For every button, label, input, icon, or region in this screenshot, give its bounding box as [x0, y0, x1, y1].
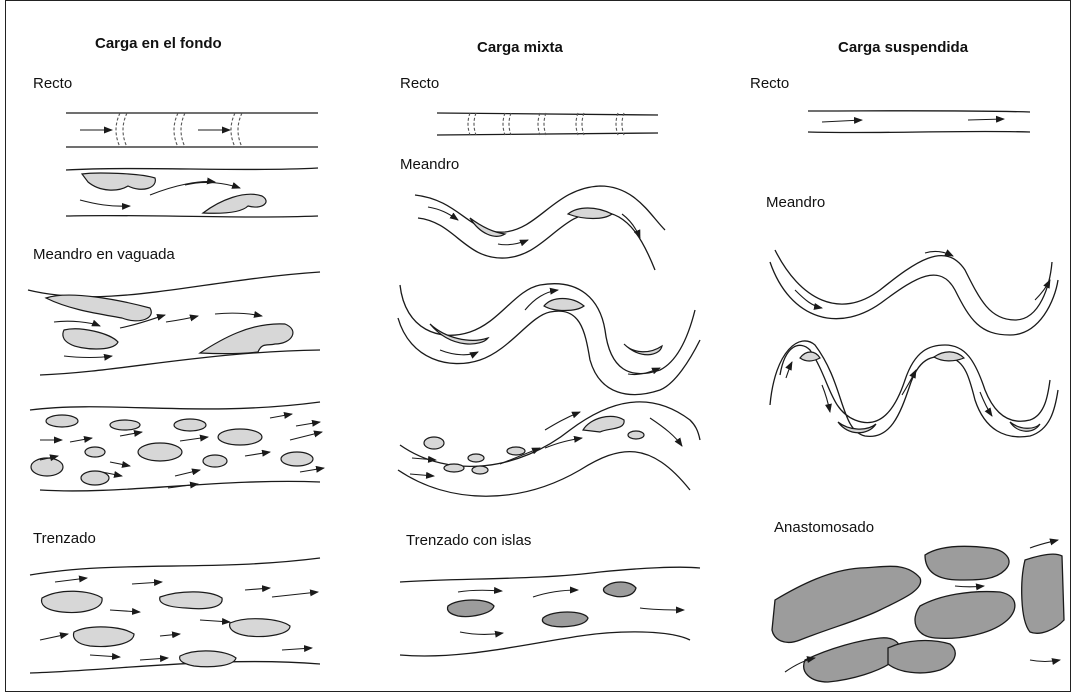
- bedload-braided-channel: [30, 558, 320, 673]
- suspended-meander-1: [770, 250, 1058, 335]
- mixed-braided-islands-channel: [400, 567, 700, 656]
- suspended-straight-channel: [808, 111, 1030, 133]
- suspended-anastomosing-channel: [772, 540, 1064, 682]
- mixed-meander-1: [415, 186, 665, 270]
- mixed-meander-2: [398, 284, 700, 395]
- suspended-meander-2: [770, 341, 1058, 437]
- bedload-wandering-channel: [28, 272, 320, 375]
- mixed-meander-3: [398, 402, 700, 496]
- mixed-straight-channel: [437, 113, 658, 135]
- bedload-straight-channel: [66, 113, 318, 147]
- bedload-multibar-channel: [30, 402, 324, 491]
- bedload-straight-alternate-bars: [66, 168, 318, 217]
